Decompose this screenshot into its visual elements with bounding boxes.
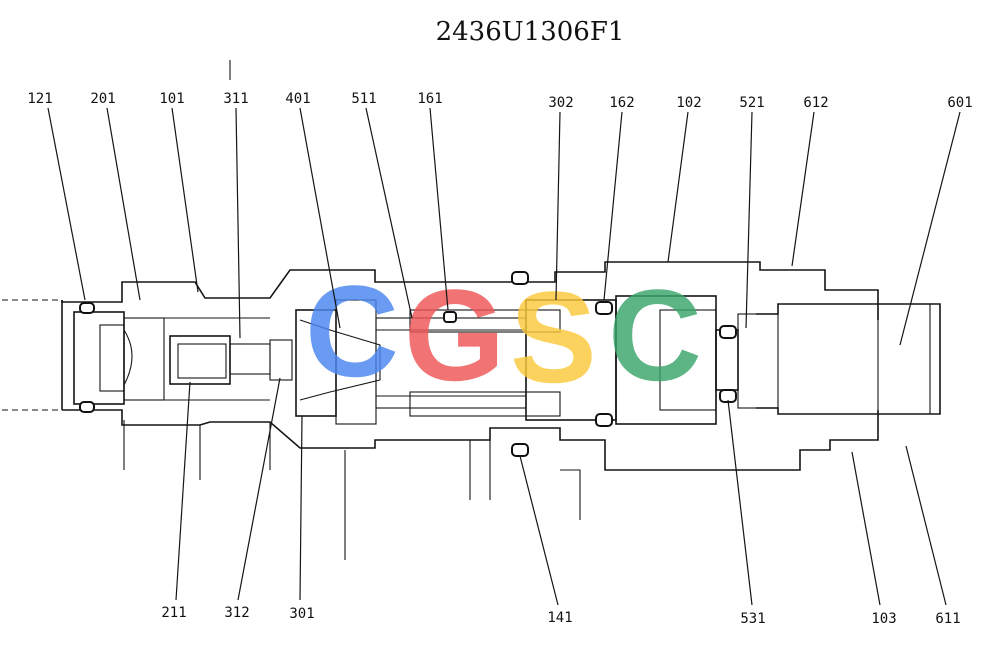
watermark-letter-c1: C: [305, 258, 399, 404]
part-label-141: 141: [547, 610, 572, 626]
part-label-102: 102: [676, 95, 701, 111]
part-label-312: 312: [224, 605, 249, 621]
top-part-labels: 121 201 101 311 401 511 161 302 162 102 …: [27, 91, 972, 111]
part-label-401: 401: [285, 91, 310, 107]
part-label-612: 612: [803, 95, 828, 111]
valve-body: [2, 60, 941, 560]
part-label-121: 121: [27, 91, 52, 107]
watermark-letter-s: S: [510, 264, 597, 410]
part-label-162: 162: [609, 95, 634, 111]
leader-lines: [47, 107, 961, 606]
watermark-letter-c2: C: [608, 262, 702, 408]
part-label-201: 201: [90, 91, 115, 107]
part-label-311: 311: [223, 91, 248, 107]
diagram-title: 2436U1306F1: [436, 17, 625, 47]
bottom-part-labels: 211 312 301 141 531 103 611: [161, 605, 960, 627]
cgsc-watermark: C G S C: [305, 258, 702, 410]
part-label-103: 103: [871, 611, 896, 627]
part-label-601: 601: [947, 95, 972, 111]
part-label-302: 302: [548, 95, 573, 111]
part-label-521: 521: [739, 95, 764, 111]
part-label-531: 531: [740, 611, 765, 627]
part-label-211: 211: [161, 605, 186, 621]
part-label-161: 161: [417, 91, 442, 107]
part-label-611: 611: [935, 611, 960, 627]
watermark-letter-g: G: [404, 262, 505, 408]
part-label-511: 511: [351, 91, 376, 107]
part-label-301: 301: [289, 606, 314, 622]
part-label-101: 101: [159, 91, 184, 107]
